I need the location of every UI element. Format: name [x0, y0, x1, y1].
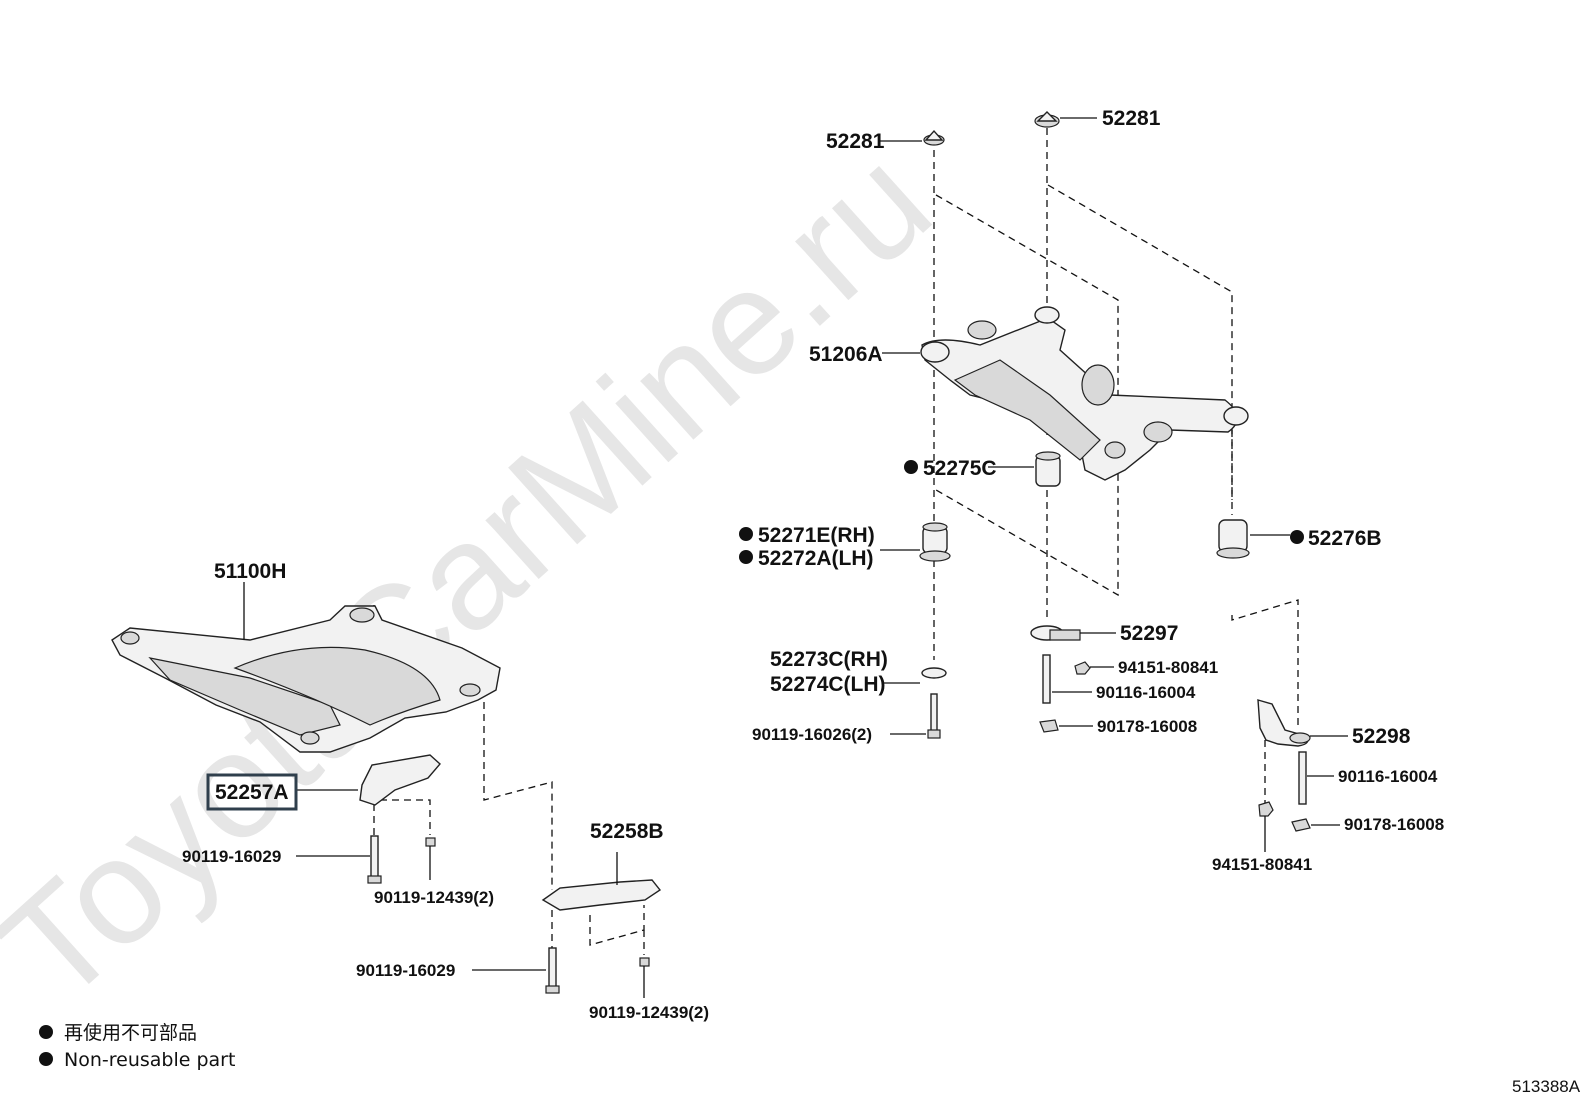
cushion-52281-right [1034, 111, 1060, 128]
label-90116-b: 90116-16004 [1338, 767, 1438, 786]
label-52297: 52297 [1120, 622, 1178, 645]
bushing-52276B [1216, 519, 1250, 559]
label-94151-b: 94151-80841 [1212, 855, 1312, 874]
label-51100H: 51100H [214, 560, 286, 583]
guide-52258B [483, 690, 553, 890]
bolt-90119-16029-b [545, 947, 560, 994]
bolt-90119-12439-a [425, 837, 436, 880]
nut-94151-a [1074, 661, 1091, 675]
alignment-guide-rear-52298 [1231, 599, 1299, 730]
rear-suspension-member [920, 306, 1249, 481]
legend-en-label: Non-reusable part [64, 1049, 235, 1071]
bolt-90116-b [1298, 751, 1307, 805]
label-90119-16029-b: 90119-16029 [356, 961, 455, 980]
label-90119-16029-a: 90119-16029 [182, 847, 281, 866]
bolt-90119-16026 [927, 693, 941, 739]
bushing-52271E-52272A [919, 522, 951, 562]
label-90116-a: 90116-16004 [1096, 683, 1196, 702]
legend: 再使用不可部品 Non-reusable part [39, 1022, 235, 1071]
label-52274C: 52274C(LH) [770, 673, 886, 696]
bushing-52275C [1035, 451, 1061, 487]
rear-member-assembly: 52281 52281 51206A 52275C 52271E(RH) 522… [739, 107, 1444, 874]
label-90178-a: 90178-16008 [1097, 717, 1197, 736]
label-52281-left: 52281 [826, 130, 885, 153]
front-suspension-member [111, 605, 501, 753]
nut-90178-b [1291, 818, 1311, 832]
non-reusable-mark-52275C [904, 460, 918, 474]
label-94151-a: 94151-80841 [1118, 658, 1218, 677]
diagram-code: 513388A [1512, 1077, 1581, 1096]
non-reusable-mark-52272A [739, 550, 753, 564]
front-member-assembly: 51100H 52257A 90119-16029 90119-12439(2)… [111, 560, 709, 1022]
label-52271E: 52271E(RH) [758, 524, 875, 547]
legend-dot-jp [39, 1025, 53, 1039]
label-52273C: 52273C(RH) [770, 648, 888, 671]
label-90119-16026: 90119-16026(2) [752, 725, 872, 744]
label-52272A: 52272A(LH) [758, 547, 874, 570]
nut-94151-b [1258, 801, 1274, 817]
bolt-90116-a [1042, 654, 1051, 704]
label-51206A: 51206A [809, 343, 883, 366]
bolt-90119-16029-a [367, 835, 382, 884]
label-52257A: 52257A [215, 781, 289, 804]
bolt-90119-12439-b [639, 957, 650, 998]
guide-52258B-bolt [589, 905, 645, 946]
guide-52257A-bolt [380, 799, 431, 835]
label-52281-right: 52281 [1102, 107, 1161, 130]
stopper-52297 [1030, 625, 1081, 641]
washer-52273C [921, 667, 947, 679]
label-52276B: 52276B [1308, 527, 1382, 550]
nut-90178-a [1039, 719, 1059, 733]
legend-jp-label: 再使用不可部品 [64, 1022, 197, 1044]
bracket-52298 [1257, 699, 1311, 747]
non-reusable-mark-52271E [739, 527, 753, 541]
brace-52257A [359, 754, 441, 806]
label-90119-12439-b: 90119-12439(2) [589, 1003, 709, 1022]
label-52298: 52298 [1352, 725, 1411, 748]
label-90119-12439-a: 90119-12439(2) [374, 888, 494, 907]
cushion-52281-left [923, 129, 945, 146]
brace-52258B [541, 879, 662, 911]
label-90178-b: 90178-16008 [1344, 815, 1444, 834]
label-52275C: 52275C [923, 457, 997, 480]
non-reusable-mark-52276B [1290, 530, 1304, 544]
highlight-52257A [206, 773, 298, 811]
label-52258B: 52258B [590, 820, 664, 843]
legend-dot-en [39, 1052, 53, 1066]
